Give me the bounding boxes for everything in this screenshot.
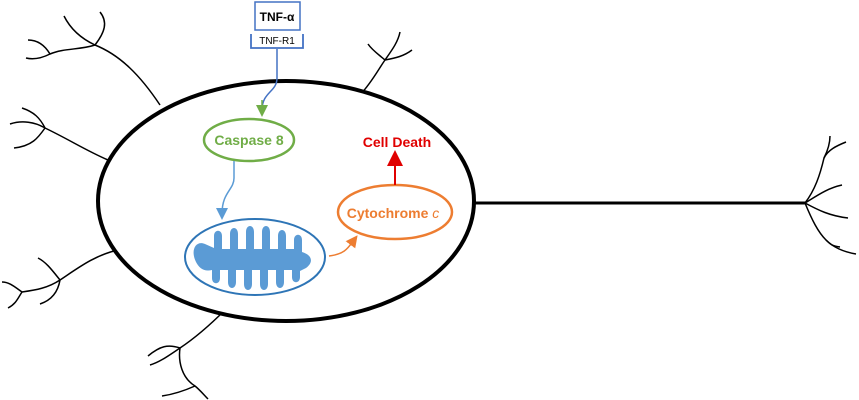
cytochrome-c-label: Cytochrome c [347,205,440,221]
mitochondrion-icon [184,218,326,296]
tnf-r1-bracket [250,34,304,49]
tnf-r1-label: TNF-R1 [259,36,295,47]
tnf-alpha-box [254,1,301,31]
arrow-caspase-to-mito [216,161,235,220]
caspase-8-label: Caspase 8 [214,132,283,148]
axon [474,135,857,255]
caspase-8-node [202,117,296,163]
arrow-mito-to-cytochrome [328,235,358,257]
tnf-alpha-label: TNF-α [260,10,295,24]
receptor: TNF-α TNF-R1 [250,1,304,49]
cell-death-label: Cell Death [363,134,431,150]
dendrites [1,11,413,400]
